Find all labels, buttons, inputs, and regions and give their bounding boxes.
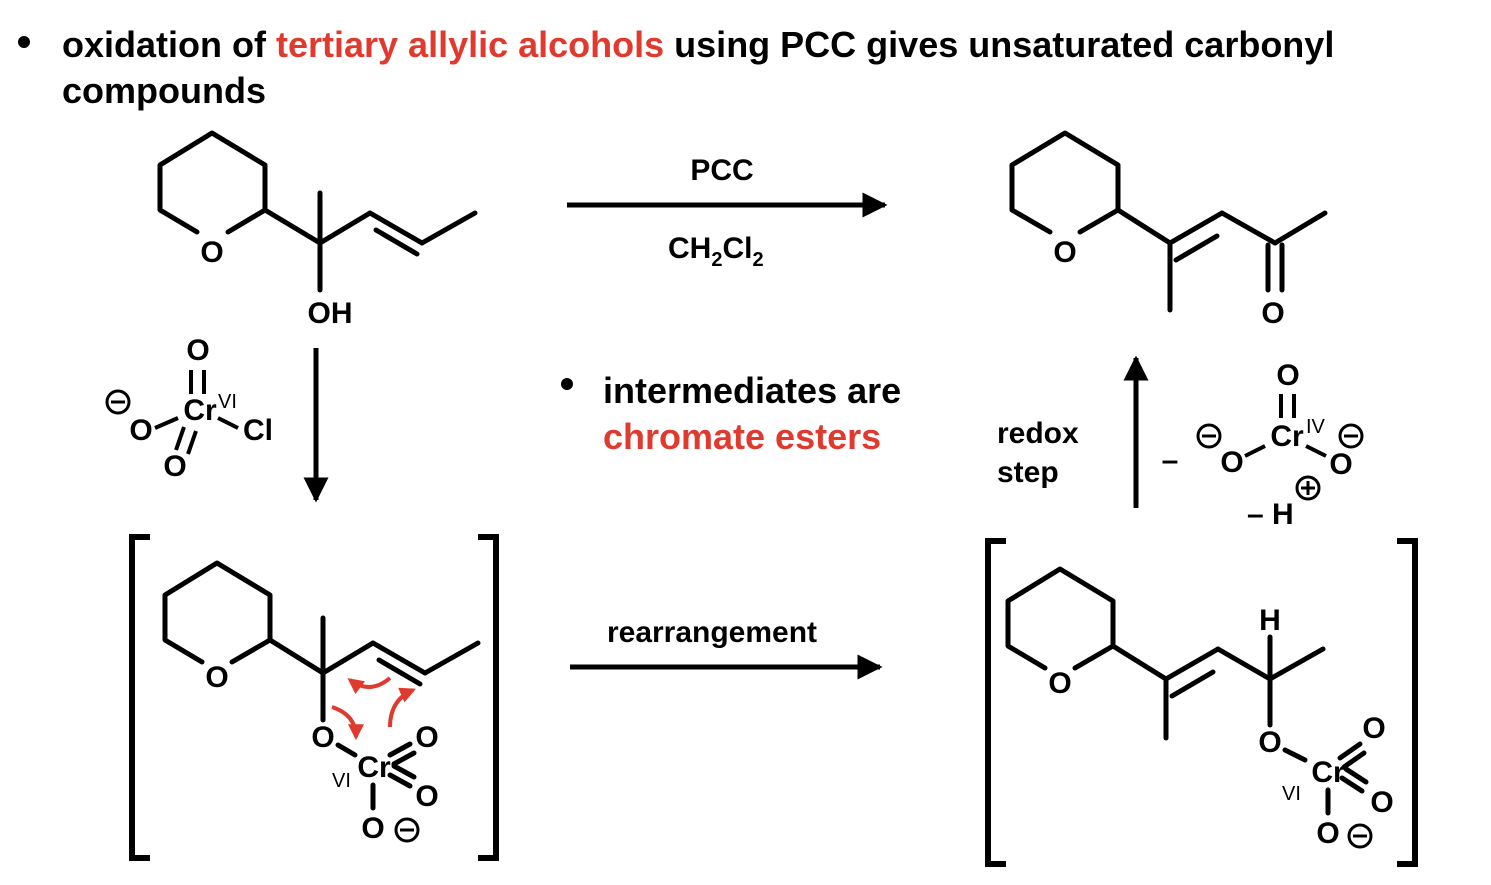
note-text: intermediates are chromate esters	[603, 368, 901, 460]
headline-part1: oxidation of	[62, 24, 276, 65]
pcc-o-minus: O	[129, 414, 152, 447]
note-line1: intermediates are	[603, 370, 902, 411]
headline-part2: using PCC gives unsaturated carbonyl com…	[62, 24, 1335, 111]
ester2-cr: Cr	[1311, 756, 1345, 789]
pcc-structure: O Cr VI Cl O O	[105, 334, 273, 483]
atom-o-ring-2: O	[1053, 236, 1076, 269]
cr4-o-right: O	[1329, 448, 1352, 481]
pcc-cl: Cl	[243, 414, 273, 447]
note-line2: chromate esters	[603, 416, 882, 457]
reagent-pcc: PCC	[690, 154, 753, 187]
ester1-o-minus: O	[361, 812, 384, 845]
bullet-dot-2	[561, 378, 573, 390]
pcc-o-bottom: O	[163, 450, 186, 483]
ester1-o-double-2: O	[415, 780, 438, 813]
atom-o-ring-1: O	[200, 236, 223, 269]
ester1-o-double-1: O	[415, 721, 438, 754]
ester2-o-double-2: O	[1370, 786, 1393, 819]
chromium-iv-species: – O Cr IV O O – H	[1162, 359, 1364, 531]
mechanism-arrow-3	[347, 676, 392, 695]
ester2-negative-charge-icon	[1347, 823, 1373, 849]
ester1-o-ring: O	[205, 661, 228, 694]
pcc-o-top: O	[186, 334, 209, 367]
ester1-o-link: O	[311, 721, 334, 754]
pcc-negative-charge-icon	[105, 389, 131, 415]
bracket-left-close	[478, 534, 499, 861]
ester2-o-double-1: O	[1362, 712, 1385, 745]
rearrangement-label: rearrangement	[607, 616, 817, 649]
ester2-o-minus: O	[1316, 817, 1339, 850]
ester1-cr: Cr	[357, 751, 391, 784]
bullet-dot-1	[18, 36, 30, 48]
atom-o-carbonyl: O	[1261, 297, 1284, 330]
bracket-left-open	[129, 534, 150, 861]
ester2-o-link: O	[1258, 726, 1281, 759]
redox-label-line2: step	[997, 456, 1059, 489]
solvent-cl: Cl	[722, 232, 752, 265]
cr4-minus-sign: –	[1162, 444, 1179, 477]
cr4-o-left: O	[1220, 446, 1243, 479]
headline-highlight: tertiary allylic alcohols	[275, 24, 665, 65]
headline-text: oxidation of tertiary allylic alcohols u…	[62, 22, 1462, 114]
cr4-ox-state: IV	[1306, 416, 1326, 438]
chromate-ester-2	[1005, 566, 1369, 816]
bracket-right-close	[1397, 538, 1418, 867]
solvent-ch: CH	[668, 232, 711, 265]
ester2-h: H	[1259, 604, 1281, 637]
solvent-label: CH2Cl2	[668, 232, 764, 271]
solvent-sub2: 2	[752, 249, 763, 271]
ester2-ox-state: VI	[1282, 783, 1301, 805]
cr4-negative-charge-icon-1	[1196, 423, 1222, 449]
cr4-cr: Cr	[1270, 420, 1304, 453]
minus-h-label: – H	[1247, 498, 1294, 531]
ester1-negative-charge-icon	[394, 817, 420, 843]
proton-positive-charge-icon	[1295, 475, 1321, 501]
pcc-ox-state: VI	[218, 391, 237, 413]
ester1-ox-state: VI	[332, 770, 351, 792]
solvent-sub1: 2	[711, 249, 722, 271]
pcc-cr: Cr	[183, 394, 217, 427]
product-enone	[1009, 130, 1328, 313]
cr4-negative-charge-icon-2	[1338, 423, 1364, 449]
atom-oh: OH	[308, 297, 353, 330]
chromate-ester-1	[162, 560, 481, 811]
bracket-right-open	[985, 538, 1006, 867]
redox-label-line1: redox	[997, 417, 1079, 450]
mechanism-arrow-1	[331, 705, 364, 741]
cr4-o-top: O	[1276, 359, 1299, 392]
starting-alcohol	[157, 130, 478, 293]
mechanism-arrow-2	[388, 687, 416, 728]
ester2-o-ring: O	[1048, 667, 1071, 700]
